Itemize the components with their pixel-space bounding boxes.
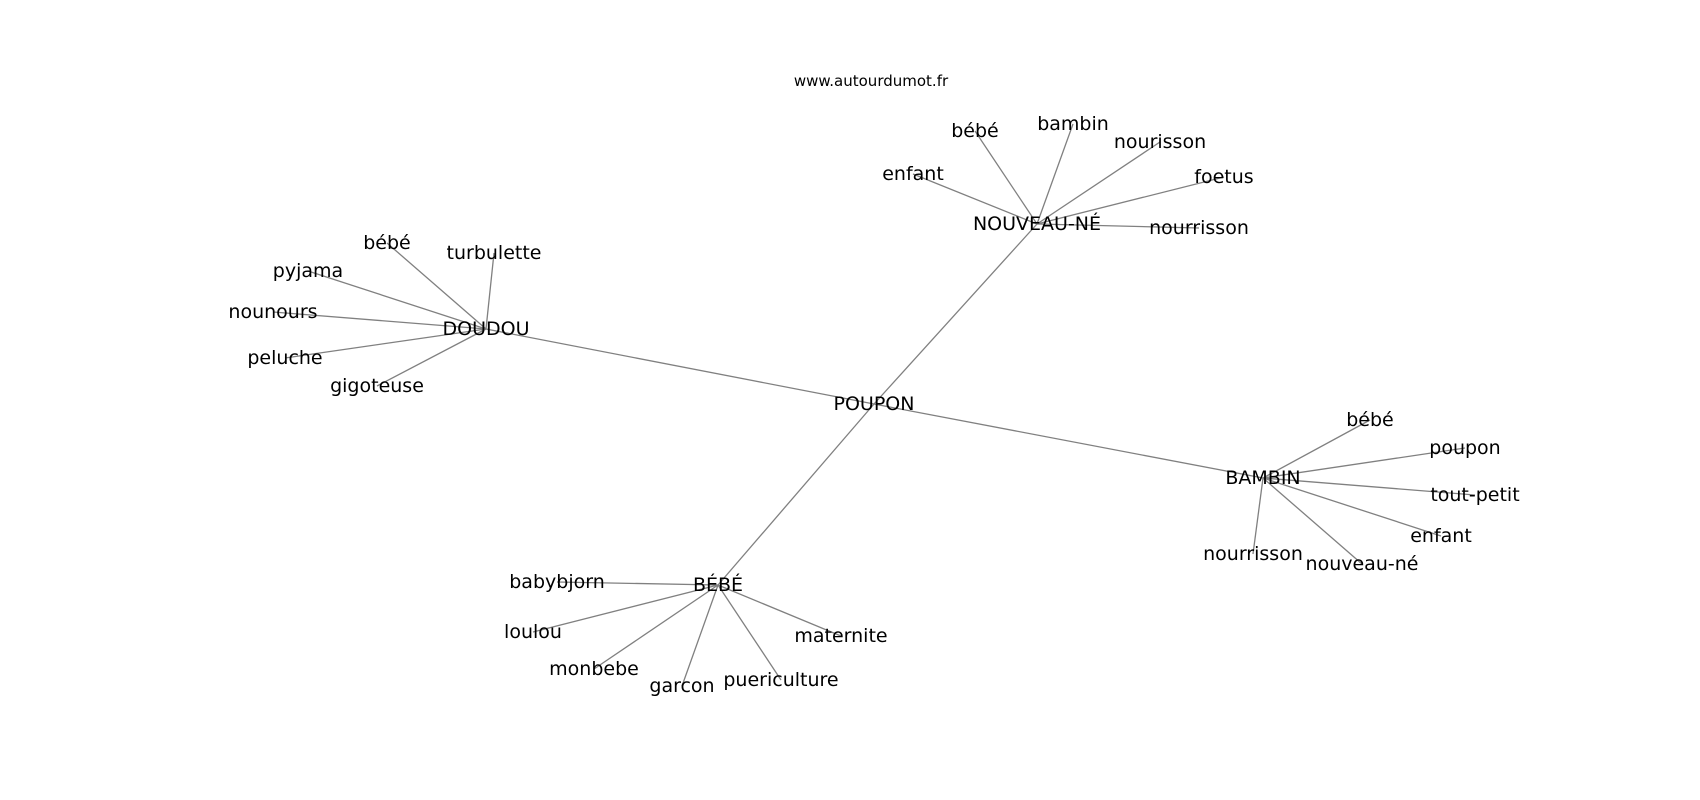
edge-bebe-monbebe	[593, 584, 719, 670]
edge-bebe-maternite	[717, 584, 842, 637]
node-leaf-doudou-pyjama[interactable]: pyjama	[273, 260, 343, 282]
node-leaf-doudou-bebe[interactable]: bébé	[363, 232, 411, 254]
edge-center-nouveau-ne	[873, 223, 1038, 405]
edge-bambin-poupon	[1262, 447, 1466, 479]
edge-bambin-tout-petit	[1262, 477, 1476, 496]
node-leaf-bebe-babybjorn[interactable]: babybjorn	[509, 571, 605, 593]
edge-bebe-babybjorn	[556, 581, 719, 586]
edge-nouveau-ne-nourrisson	[1036, 223, 1200, 229]
node-hub-bambin[interactable]: BAMBIN	[1225, 467, 1300, 489]
node-hub-nouveau-ne[interactable]: NOUVEAU-NÉ	[973, 212, 1101, 235]
edge-nouveau-ne-foetus	[1036, 176, 1225, 225]
edge-bebe-puericulture	[717, 584, 782, 681]
edge-nouveau-ne-bebe	[974, 130, 1038, 225]
node-leaf-nouveau-ne-enfant[interactable]: enfant	[882, 163, 944, 185]
node-leaf-nouveau-ne-bambin[interactable]: bambin	[1037, 113, 1109, 135]
edge-center-doudou	[485, 328, 875, 405]
edges-layer	[272, 123, 1476, 687]
node-leaf-bambin-nouveau-ne[interactable]: nouveau-né	[1306, 553, 1419, 575]
node-leaf-doudou-gigoteuse[interactable]: gigoteuse	[330, 375, 424, 397]
node-leaf-nouveau-ne-bebe[interactable]: bébé	[951, 120, 999, 142]
edge-center-bambin	[873, 403, 1264, 479]
node-leaf-nouveau-ne-foetus[interactable]: foetus	[1194, 166, 1253, 188]
edge-bambin-nourrisson	[1252, 477, 1264, 555]
edge-doudou-peluche	[284, 328, 487, 359]
edge-doudou-turbulette	[485, 252, 495, 330]
edge-doudou-bebe	[386, 242, 487, 330]
node-hub-doudou[interactable]: DOUDOU	[443, 318, 530, 340]
node-leaf-bebe-loulou[interactable]: loulou	[504, 621, 562, 643]
edge-nouveau-ne-nourisson	[1036, 141, 1161, 225]
node-leaf-bambin-enfant[interactable]: enfant	[1410, 525, 1472, 547]
edge-nouveau-ne-bambin	[1036, 123, 1074, 225]
edge-bambin-enfant	[1262, 477, 1442, 537]
edge-bebe-loulou	[532, 584, 719, 633]
node-hub-bebe[interactable]: BÉBÉ	[693, 573, 743, 596]
node-leaf-nouveau-ne-nourisson[interactable]: nourisson	[1114, 131, 1206, 153]
node-leaf-bebe-monbebe[interactable]: monbebe	[549, 658, 639, 680]
edge-bebe-garcon	[681, 584, 719, 687]
node-leaf-bambin-bebe[interactable]: bébé	[1346, 409, 1394, 431]
node-leaf-bambin-poupon[interactable]: poupon	[1429, 437, 1500, 459]
edge-doudou-gigoteuse	[376, 328, 487, 387]
node-leaf-nouveau-ne-nourrisson[interactable]: nourrisson	[1149, 217, 1249, 239]
node-leaf-bambin-nourrisson[interactable]: nourrisson	[1203, 543, 1303, 565]
source-watermark: www.autourdumot.fr	[793, 72, 949, 90]
edge-bambin-bebe	[1262, 419, 1371, 479]
edge-nouveau-ne-enfant	[912, 173, 1038, 225]
edge-center-bebe	[717, 403, 875, 586]
edge-doudou-nounours	[272, 311, 487, 330]
node-leaf-doudou-peluche[interactable]: peluche	[247, 347, 322, 369]
edge-doudou-pyjama	[307, 270, 487, 330]
node-leaf-bebe-puericulture[interactable]: puericulture	[723, 669, 838, 691]
node-leaf-doudou-nounours[interactable]: nounours	[228, 301, 317, 323]
node-leaf-doudou-turbulette[interactable]: turbulette	[447, 242, 542, 264]
edge-bambin-nouveau-ne	[1262, 477, 1363, 565]
node-leaf-bambin-tout-petit[interactable]: tout-petit	[1430, 484, 1519, 506]
node-leaf-bebe-garcon[interactable]: garcon	[649, 675, 714, 697]
node-poupon-center[interactable]: POUPON	[834, 393, 915, 415]
node-leaf-bebe-maternite[interactable]: maternite	[794, 625, 887, 647]
